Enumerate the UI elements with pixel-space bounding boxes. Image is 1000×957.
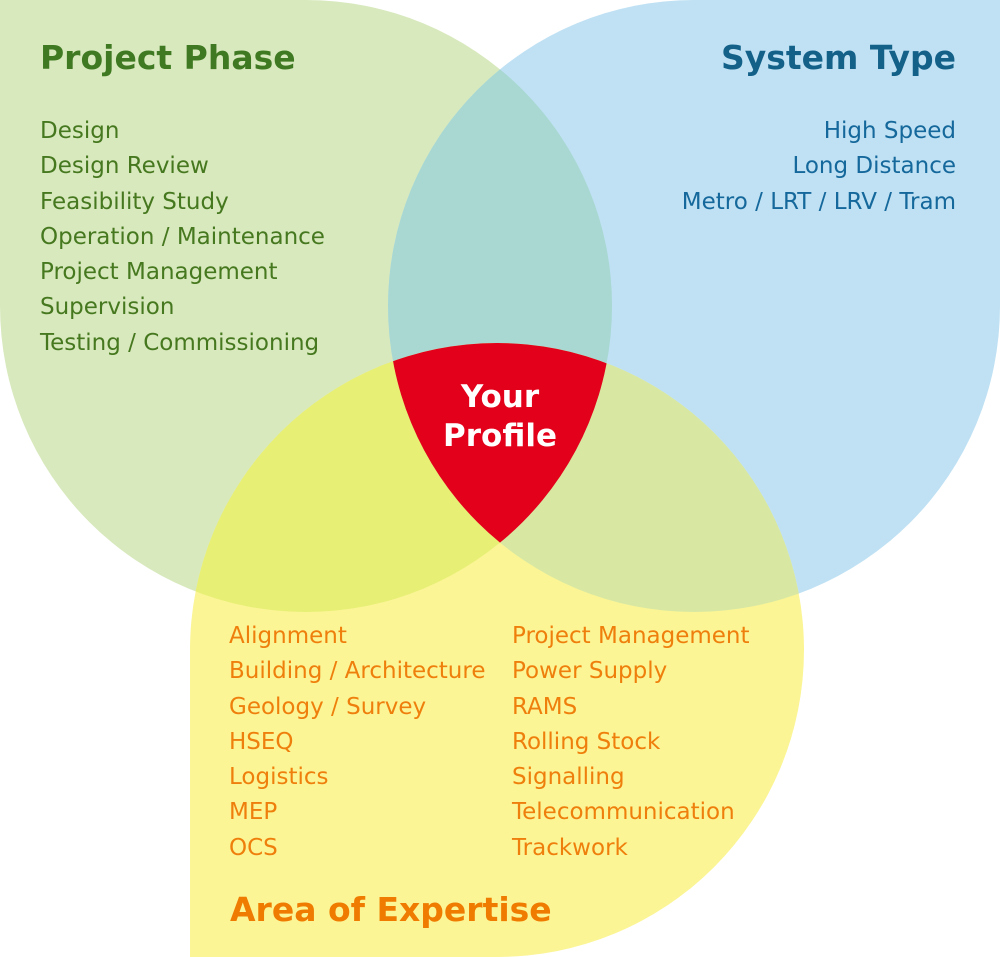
list-item: Operation / Maintenance	[40, 223, 325, 250]
list-item: Geology / Survey	[229, 693, 427, 720]
list-item: Testing / Commissioning	[40, 329, 320, 356]
phase-expertise-overlap	[190, 343, 612, 612]
list-item: Rolling Stock	[512, 728, 661, 755]
your-profile-line-2: Profile	[443, 418, 557, 454]
your-profile-label: Your Profile	[400, 378, 600, 456]
list-item: Trackwork	[512, 834, 628, 861]
area-of-expertise-list-right: Project Management Power Supply RAMS Rol…	[512, 619, 750, 866]
project-phase-list: Design Design Review Feasibility Study O…	[40, 114, 325, 361]
list-item: Project Management	[512, 623, 750, 649]
list-item: Project Management	[40, 259, 278, 286]
list-item: Alignment	[229, 623, 347, 649]
list-item: Logistics	[229, 764, 329, 791]
area-of-expertise-list-left: Alignment Building / Architecture Geolog…	[229, 619, 485, 866]
list-item: Signalling	[512, 764, 625, 791]
list-item: Telecommunication	[512, 799, 735, 826]
area-of-expertise-title: Area of Expertise	[230, 890, 552, 929]
list-item: Feasibility Study	[40, 188, 229, 215]
your-profile-line-1: Your	[460, 379, 540, 415]
list-item: Long Distance	[792, 153, 956, 180]
list-item: OCS	[229, 834, 278, 861]
list-item: Metro / LRT / LRV / Tram	[681, 188, 956, 215]
system-type-list: High Speed Long Distance Metro / LRT / L…	[682, 114, 956, 220]
system-expertise-overlap	[388, 343, 804, 612]
list-item: RAMS	[512, 693, 578, 720]
system-type-title: System Type	[720, 38, 956, 77]
list-item: Design Review	[40, 153, 209, 180]
list-item: HSEQ	[229, 728, 294, 755]
list-item: Design	[40, 118, 120, 144]
list-item: Power Supply	[512, 658, 668, 685]
project-phase-title: Project Phase	[40, 38, 296, 77]
list-item: Building / Architecture	[229, 658, 486, 685]
list-item: High Speed	[823, 118, 956, 144]
list-item: MEP	[229, 799, 278, 826]
list-item: Supervision	[40, 294, 175, 321]
